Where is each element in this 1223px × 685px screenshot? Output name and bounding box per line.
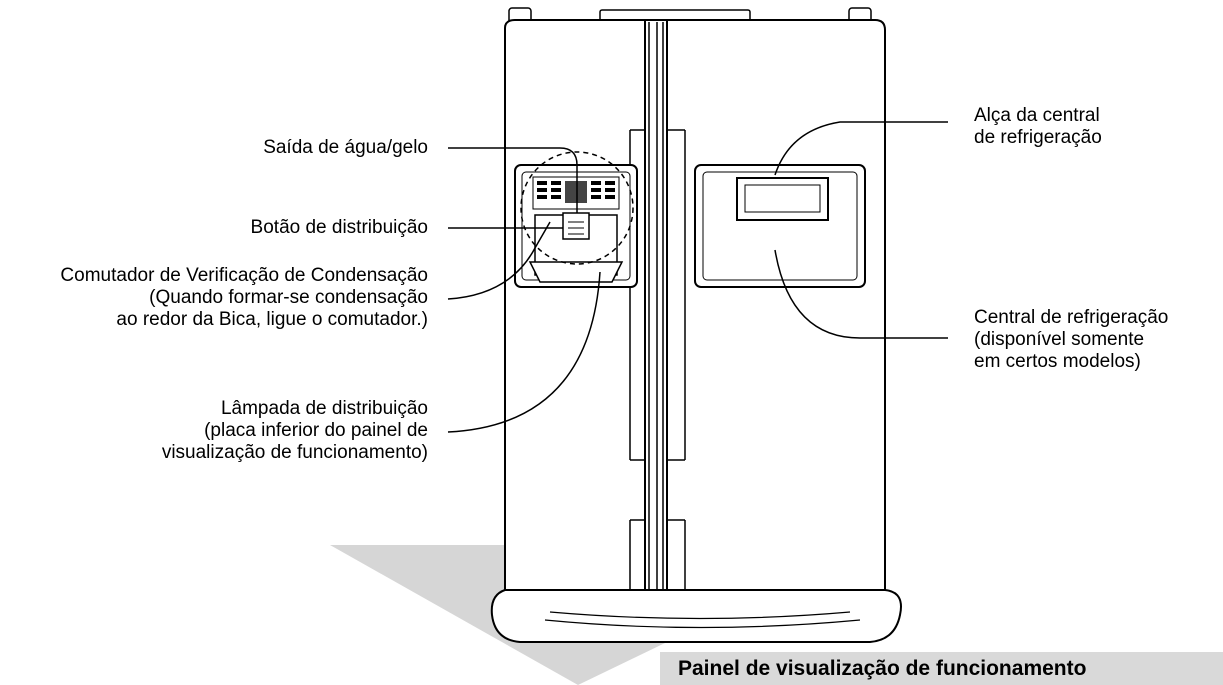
label-handle-line-1: Alça da central <box>974 105 1100 126</box>
leader-lines <box>447 121 948 433</box>
base-kickplate <box>490 589 902 643</box>
label-dispense-button-text: Botão de distribuição <box>250 217 428 238</box>
label-condensation-switch: Comutador de Verificação de Condensação … <box>60 265 428 331</box>
label-dispense-lamp: Lâmpada de distribuição (placa inferior … <box>162 398 428 464</box>
highlight-circle <box>520 151 634 265</box>
leader-dispense-lamp <box>447 271 601 433</box>
leader-condensation-switch <box>447 221 551 300</box>
label-refreshment-line-3: em certos modelos) <box>974 351 1141 372</box>
refrigerator-body <box>504 19 886 599</box>
control-panel-buttons <box>537 181 615 203</box>
label-dispense-lamp-line-2: (placa inferior do painel de <box>204 420 428 441</box>
label-handle-line-2: de refrigeração <box>974 127 1102 148</box>
label-dispense-button: Botão de distribuição <box>251 217 428 239</box>
banner-title: Painel de visualização de funcionamento <box>678 657 1087 680</box>
label-refreshment-center: Central de refrigeração (disponível some… <box>974 307 1168 373</box>
label-condensation-line-3: ao redor da Bica, ligue o comutador.) <box>116 309 428 330</box>
label-condensation-line-2: (Quando formar-se condensação <box>149 287 428 308</box>
label-refreshment-line-2: (disponível somente <box>974 329 1145 350</box>
label-water-ice-outlet-text: Saída de água/gelo <box>263 137 428 158</box>
label-condensation-line-1: Comutador de Verificação de Condensação <box>60 265 428 286</box>
leader-refreshment-center <box>774 249 948 339</box>
leader-handle <box>774 121 948 176</box>
operation-display-panel-banner: Painel de visualização de funcionamento <box>660 652 1223 685</box>
refreshment-center <box>694 164 866 288</box>
label-refreshment-line-1: Central de refrigeração <box>974 307 1169 328</box>
dispenser <box>514 164 638 288</box>
label-dispense-lamp-line-3: visualização de funcionamento) <box>161 442 428 463</box>
label-dispense-lamp-line-1: Lâmpada de distribuição <box>220 398 428 419</box>
leader-water-ice-outlet <box>448 147 578 213</box>
label-refreshment-center-handle: Alça da central de refrigeração <box>974 105 1102 149</box>
label-water-ice-outlet: Saída de água/gelo <box>263 137 428 159</box>
